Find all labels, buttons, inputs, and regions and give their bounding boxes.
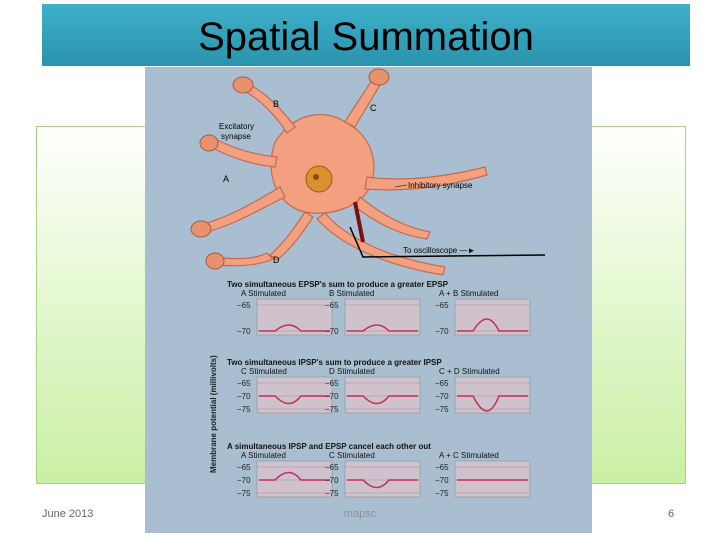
- row-heading: Two simultaneous IPSP's sum to produce a…: [227, 358, 442, 367]
- panel-label: C Stimulated: [329, 451, 375, 460]
- neuron: [199, 74, 488, 276]
- slide-title: Spatial Summation: [198, 15, 534, 59]
- panel-label: A Stimulated: [241, 289, 286, 298]
- page-number: 6: [668, 508, 675, 520]
- title-bar: Spatial Summation: [42, 4, 690, 66]
- tick-label: −70: [237, 392, 251, 401]
- nucleolus: [313, 174, 319, 180]
- nucleus: [305, 165, 333, 193]
- plot-area: [344, 460, 421, 498]
- tick-label: −75: [325, 489, 339, 498]
- tick-label: −65: [325, 463, 339, 472]
- tick-label: −65: [435, 463, 449, 472]
- plot-area: [454, 460, 531, 498]
- graph-rows: Two simultaneous EPSP's sum to produce a…: [227, 280, 531, 498]
- tick-label: −65: [325, 301, 339, 310]
- synapse-knobs: [190, 68, 390, 270]
- label-inhibitory: Inhibitory synapse: [408, 181, 473, 190]
- tick-label: −75: [237, 489, 251, 498]
- tick-label: −70: [237, 327, 251, 336]
- plot-area: [256, 376, 333, 414]
- panel-label: A Stimulated: [241, 451, 286, 460]
- potential-trace: [347, 479, 418, 489]
- label-d: D: [273, 255, 280, 265]
- tick-label: −65: [237, 379, 251, 388]
- plot-area: [344, 376, 421, 414]
- plot-area: [344, 298, 421, 336]
- electrode: [353, 201, 365, 243]
- spatial-summation-figure: B C A D Excitatory synapse Inhibitory sy…: [145, 67, 592, 533]
- tick-label: −75: [435, 489, 449, 498]
- potential-trace: [347, 324, 418, 332]
- potential-trace: [457, 318, 528, 332]
- potential-trace: [457, 395, 528, 412]
- tick-label: −65: [237, 301, 251, 310]
- label-c: C: [370, 103, 377, 113]
- plot-area: [454, 298, 531, 336]
- tick-label: −70: [325, 392, 339, 401]
- y-axis-label: Membrane potential (millivolts): [209, 355, 218, 473]
- label-b: B: [273, 99, 279, 109]
- label-oscilloscope: To oscilloscope —►: [403, 246, 475, 255]
- oscilloscope-line: [349, 226, 546, 258]
- potential-trace: [259, 395, 330, 405]
- tick-label: −75: [435, 405, 449, 414]
- tick-label: −70: [237, 476, 251, 485]
- tick-label: −70: [325, 476, 339, 485]
- row-heading: A simultaneous IPSP and EPSP cancel each…: [227, 442, 431, 451]
- panel-label: D Stimulated: [329, 367, 375, 376]
- label-excitatory-1: Excitatory: [219, 122, 254, 131]
- tick-label: −65: [435, 379, 449, 388]
- label-excitatory-2: synapse: [221, 132, 251, 141]
- row-heading: Two simultaneous EPSP's sum to produce a…: [227, 280, 449, 289]
- tick-label: −65: [435, 301, 449, 310]
- potential-trace: [259, 324, 330, 332]
- panel-label: A + C Stimulated: [439, 451, 499, 460]
- tick-label: −70: [435, 392, 449, 401]
- panel-label: A + B Stimulated: [439, 289, 498, 298]
- tick-label: −70: [435, 327, 449, 336]
- footer-center: mapsc: [343, 508, 377, 520]
- potential-trace: [347, 395, 418, 405]
- panel-label: C + D Stimulated: [439, 367, 500, 376]
- plot-area: [256, 460, 333, 498]
- tick-label: −70: [435, 476, 449, 485]
- label-a: A: [223, 174, 229, 184]
- tick-label: −70: [325, 327, 339, 336]
- tick-label: −65: [237, 463, 251, 472]
- panel-label: B Stimulated: [329, 289, 374, 298]
- tick-label: −75: [237, 405, 251, 414]
- tick-label: −65: [325, 379, 339, 388]
- plot-area: [256, 298, 333, 336]
- tick-label: −75: [325, 405, 339, 414]
- potential-trace: [259, 471, 330, 481]
- neuron-diagram: B C A D Excitatory synapse Inhibitory sy…: [190, 68, 546, 498]
- panel-label: C Stimulated: [241, 367, 287, 376]
- footer-date: June 2013: [42, 508, 94, 520]
- inhibitory-leader: [394, 184, 408, 188]
